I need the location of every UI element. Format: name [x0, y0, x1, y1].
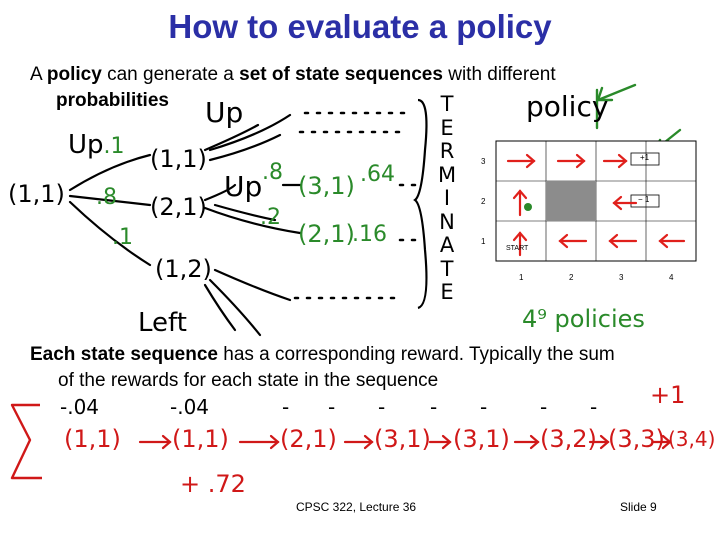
policy-label: policy	[526, 90, 609, 123]
sequence-state: (3,2)	[540, 425, 597, 453]
grid-plus-box	[630, 152, 660, 166]
reward-value: -	[378, 395, 386, 419]
tree-branch-up: Up	[68, 130, 104, 160]
sequence-state: (3,1)	[453, 425, 510, 453]
terminate-letter: E	[440, 115, 454, 140]
tree-branch-up-prob: .1	[103, 134, 125, 159]
reward-value: -	[430, 395, 438, 419]
reward-value: -.04	[170, 395, 210, 419]
tree-prob-high: .8	[262, 160, 283, 185]
tree-action-up-mid: Up	[224, 170, 263, 203]
terminate-letter: E	[440, 280, 454, 304]
terminate-letter: I	[443, 186, 451, 210]
intro-paragraph: A policy can generate a set of state seq…	[30, 62, 710, 88]
tree-node-a: (1,1)	[150, 145, 207, 173]
grid-col-label: 4	[669, 273, 674, 282]
paragraph-reward-rest: has a corresponding reward. Typically th…	[217, 344, 615, 365]
grid-start-label: START	[506, 245, 529, 252]
state-sequence: (1,1) (1,1) (2,1) (3,1) (3,1) (3,2) (3,3…	[0, 425, 720, 465]
sequence-state: (2,1)	[280, 425, 337, 453]
tree-prob-low: .2	[260, 205, 281, 230]
slide-title: How to evaluate a policy	[168, 8, 552, 45]
sequence-total: + .72	[180, 470, 246, 498]
tree-node-b: (2,1)	[150, 193, 207, 221]
reward-value: -.04	[60, 395, 100, 419]
sequence-state: (1,1)	[172, 425, 229, 453]
paragraph-reward-line2: of the rewards for each state in the seq…	[58, 370, 439, 391]
terminate-letter: T	[440, 256, 454, 281]
tree-leaf1: (3,1)	[298, 172, 355, 200]
tree-leaf2: (2,1)	[298, 220, 355, 248]
terminate-letter: M	[437, 162, 457, 187]
final-reward: +1	[650, 381, 686, 409]
grid-green-dot	[524, 203, 532, 211]
footer-slide-number: Slide 9	[620, 500, 657, 514]
tree-leaf2-prob: .16	[352, 222, 387, 247]
reward-value: -	[480, 395, 488, 419]
grid-minus-box	[630, 194, 660, 208]
grid-col-label: 3	[619, 273, 624, 282]
intro-term-sequences: set of state sequences	[239, 64, 443, 85]
reward-value: -	[590, 395, 598, 419]
reward-value: -	[282, 395, 290, 419]
intro-prefix: A	[30, 64, 47, 85]
sequence-state: (3,4)	[668, 427, 716, 451]
tree-leaf1-prob: .64	[360, 162, 395, 187]
grid-col-label: 1	[519, 273, 524, 282]
intro-middle: can generate a	[101, 64, 240, 85]
policies-count-label: 4⁹ policies	[522, 305, 645, 333]
reward-value: -	[540, 395, 548, 419]
intro-term-policy: policy	[46, 64, 102, 85]
intro-suffix: with different	[442, 64, 556, 85]
sequence-state: (3,3)	[608, 425, 665, 453]
tree-action-up-top: Up	[205, 96, 244, 129]
paragraph-reward: Each state sequence has a corresponding …	[30, 342, 715, 367]
terminate-letter: A	[439, 233, 455, 257]
tree-left-label: Left	[138, 308, 187, 338]
grid-wall-cell	[546, 181, 596, 221]
grid-col-label: 2	[569, 273, 574, 282]
sequence-state: (3,1)	[374, 425, 431, 453]
grid-plus-label: +1	[640, 153, 650, 162]
grid-row-label: 2	[481, 197, 486, 206]
footer-course: CPSC 322, Lecture 36	[296, 500, 417, 514]
tree-root-node: (1,1)	[8, 180, 65, 208]
tree-branch-low-prob: .1	[112, 225, 133, 250]
grid-row-label: 3	[481, 157, 486, 166]
grid-row-label: 1	[481, 237, 486, 246]
terminate-letter: T	[440, 92, 454, 116]
terminate-letter: N	[439, 209, 455, 234]
intro-term-probabilities: probabilities	[56, 90, 169, 111]
grid-minus-label: − 1	[638, 195, 650, 204]
tree-branch-mid-prob: .8	[96, 185, 117, 210]
tree-node-c: (1,2)	[155, 255, 212, 283]
paragraph-reward-term: Each state sequence	[30, 344, 218, 365]
grid-world: 3 2 1 1 2 3 4 +1 − 1 START	[476, 137, 706, 287]
terminate-word: T E R M I N A T E	[432, 92, 462, 305]
intro-line2: probabilities	[56, 90, 169, 112]
sequence-state: (1,1)	[64, 425, 121, 453]
reward-value: -	[328, 395, 336, 419]
terminate-letter: R	[439, 139, 455, 163]
tree-branch-up-label: Up.1	[68, 130, 125, 160]
